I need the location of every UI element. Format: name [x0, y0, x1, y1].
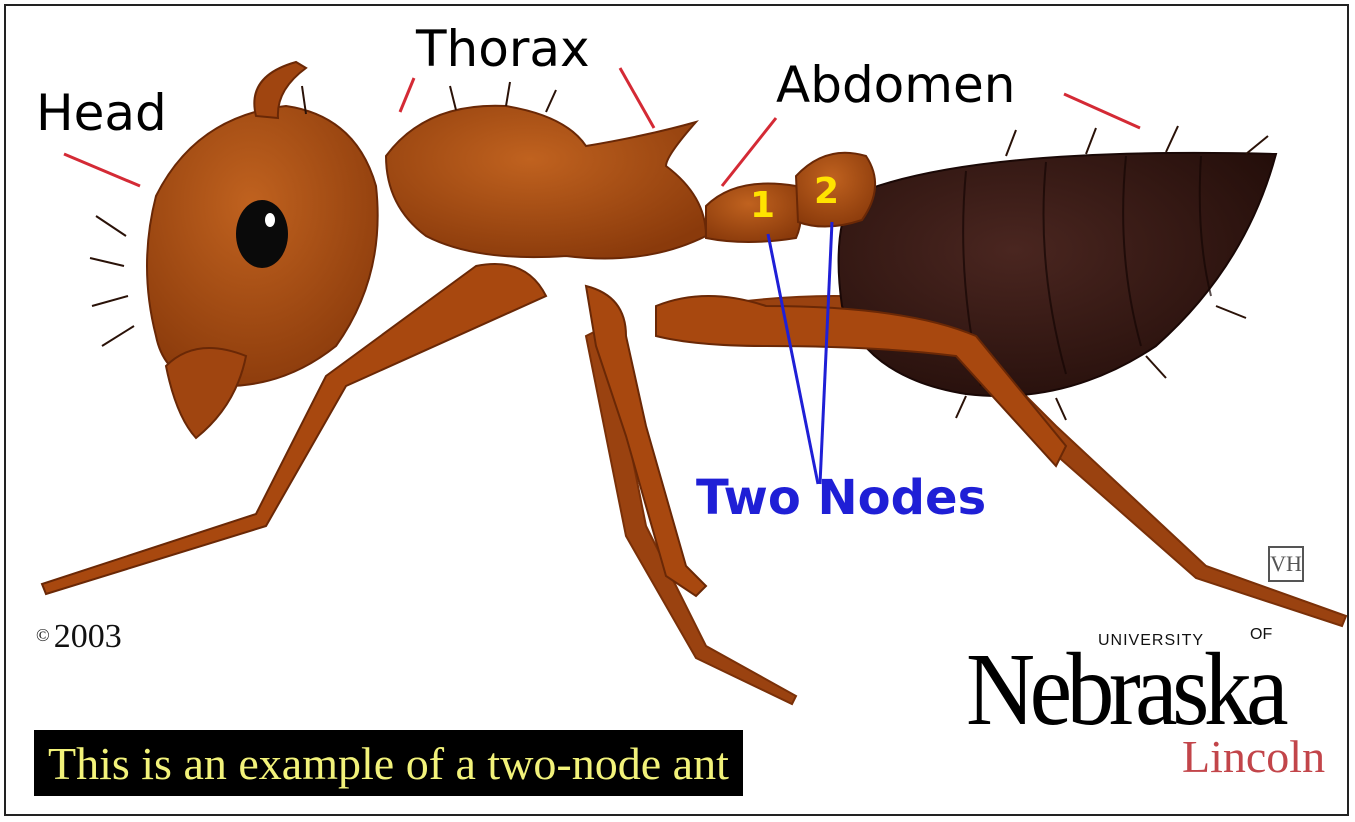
- label-thorax: Thorax: [416, 24, 590, 74]
- copyright-year: 2003: [54, 618, 122, 655]
- label-head: Head: [36, 88, 167, 138]
- university-logo: UNIVERSITY OF Nebraska Lincoln: [966, 622, 1326, 792]
- ant-thorax: [386, 106, 706, 259]
- copyright-icon: ©: [36, 625, 50, 645]
- ant-abdomen: [839, 153, 1276, 396]
- thorax-leader-right: [620, 68, 654, 128]
- abdomen-leader-left: [722, 118, 776, 186]
- node-2-leader: [820, 222, 832, 484]
- ant-eye: [236, 200, 288, 268]
- thorax-leader-left: [400, 78, 414, 112]
- label-abdomen: Abdomen: [776, 60, 1015, 110]
- artist-monogram: VH: [1268, 546, 1304, 582]
- label-two-nodes: Two Nodes: [696, 474, 986, 522]
- caption-text: This is an example of a two-node ant: [48, 737, 729, 790]
- abdomen-leader-right: [1064, 94, 1140, 128]
- node-leaders: [768, 222, 832, 484]
- diagram-frame: Head Thorax Abdomen Two Nodes 1 2 ©2003 …: [4, 4, 1349, 816]
- node-2-number: 2: [814, 174, 839, 210]
- logo-city: Lincoln: [1182, 730, 1325, 783]
- caption-box: This is an example of a two-node ant: [34, 730, 743, 796]
- head-leader: [64, 154, 140, 186]
- mandible: [166, 348, 246, 438]
- copyright-notice: ©2003: [36, 618, 122, 656]
- eye-highlight: [265, 213, 275, 227]
- node-1-leader: [768, 234, 818, 484]
- node-1-number: 1: [750, 188, 775, 224]
